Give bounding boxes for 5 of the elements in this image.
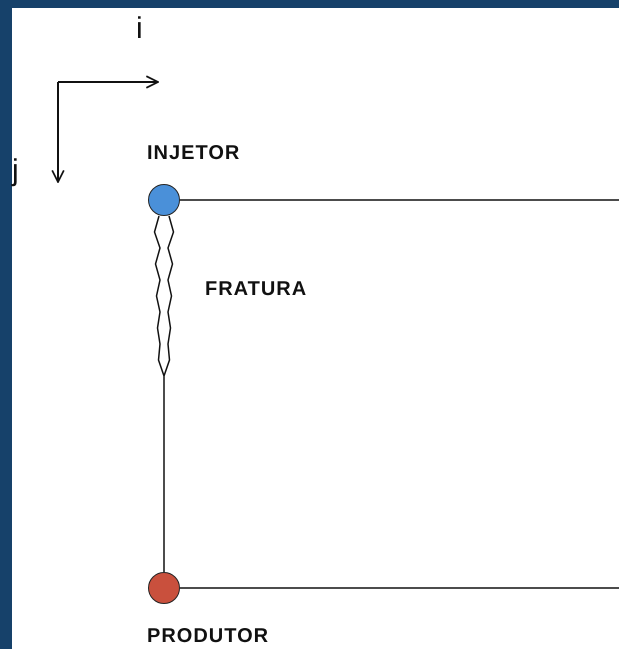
- axis-label: i: [136, 14, 143, 44]
- well-label: PRODUTOR: [147, 626, 270, 646]
- fracture-line: [154, 215, 174, 573]
- well-label: INJETOR: [147, 143, 240, 163]
- axis-label: j: [12, 156, 19, 186]
